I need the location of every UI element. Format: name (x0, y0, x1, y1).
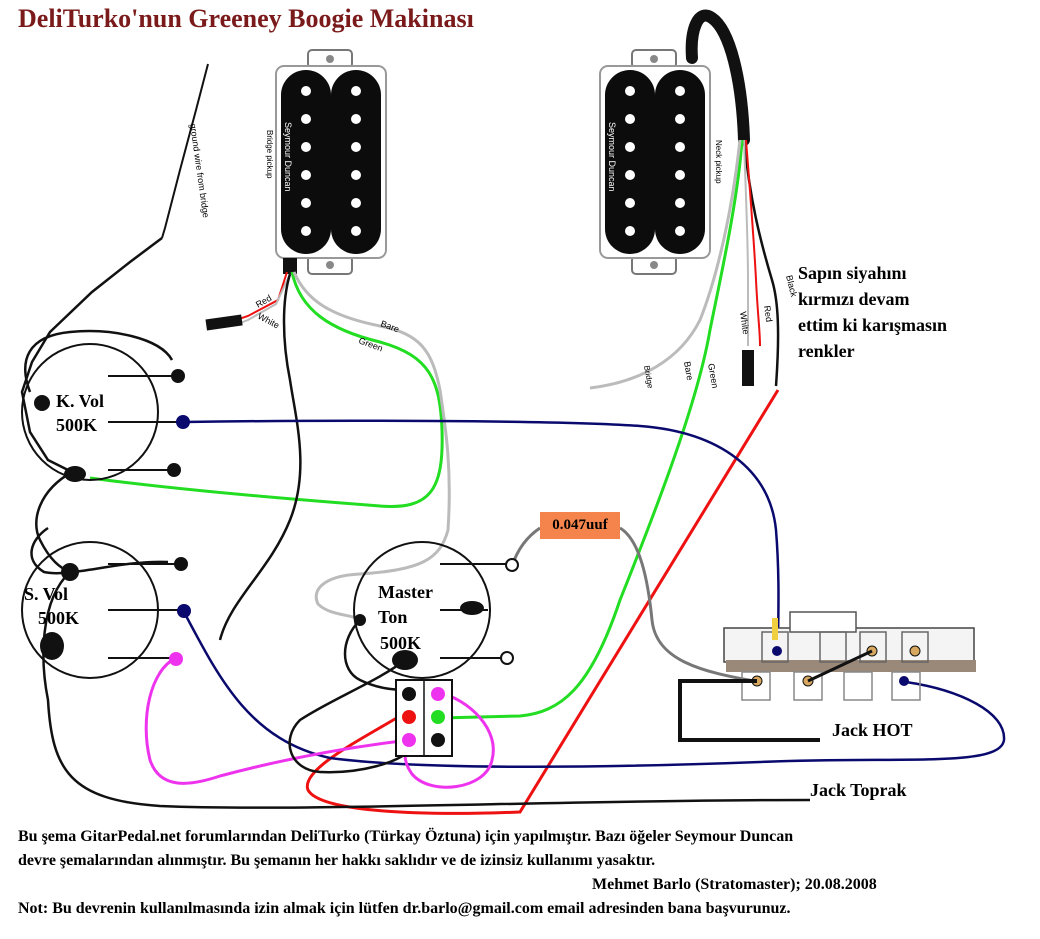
bridge-pickup (275, 49, 387, 275)
footer-author: Mehmet Barlo (Stratomaster); 20.08.2008 (592, 876, 877, 893)
footer-line-2: devre şemalarından alınmıştır. Bu şemanı… (18, 852, 656, 869)
note-line-3: ettim ki karışmasın (798, 315, 948, 335)
s-vol-pot (21, 541, 191, 679)
jack-ground-label: Jack Toprak (810, 780, 907, 800)
page-title: DeliTurko'nun Greeney Boogie Makinası (18, 4, 474, 33)
footer-note: Not: Bu devrenin kullanılmasında izin al… (18, 900, 791, 917)
s-vol-value: 500K (38, 608, 80, 628)
neck-pickup (599, 49, 711, 275)
neck-white-label: White (738, 311, 751, 335)
master-value: 500K (380, 633, 422, 653)
bridge-green-label: Green (357, 335, 384, 353)
neck-black-label: Black (784, 274, 799, 298)
footer-line-1: Bu şema GitarPedal.net forumlarından Del… (18, 828, 794, 845)
capacitor-label: 0.047uuf (540, 512, 620, 539)
jack-hot-label: Jack HOT (832, 720, 913, 740)
s-vol-name: S. Vol (24, 584, 69, 604)
bridge-pickup-name: Bridge pickup (265, 130, 274, 179)
note-line-2: kırmızı devam (798, 289, 910, 309)
note-line-1: Sapın siyahını (798, 263, 907, 283)
switch-block (395, 679, 453, 757)
k-vol-name: K. Vol (56, 391, 105, 411)
master-tone-pot (353, 541, 519, 679)
bridge-bare-label: Bare (379, 318, 400, 334)
neck-red-label: Red (762, 305, 774, 323)
neck-bare-label: Bare (682, 361, 695, 381)
bridge-pickup-brand: Seymour Duncan (283, 122, 293, 192)
note-line-4: renkler (798, 341, 855, 361)
k-vol-value: 500K (56, 415, 98, 435)
bridge-white-label: White (256, 311, 281, 331)
master-name-1: Master (378, 582, 433, 602)
ground-wire-label: ground wire from bridge (188, 123, 211, 219)
to-bridge-label: Bridge (642, 365, 655, 390)
k-vol-pot (21, 343, 190, 482)
neck-pickup-brand: Seymour Duncan (607, 122, 617, 192)
neck-pickup-name: Neck pickup (714, 140, 723, 184)
jack-socket (678, 611, 976, 742)
neck-green-label: Green (706, 363, 720, 389)
master-name-2: Ton (378, 607, 408, 627)
